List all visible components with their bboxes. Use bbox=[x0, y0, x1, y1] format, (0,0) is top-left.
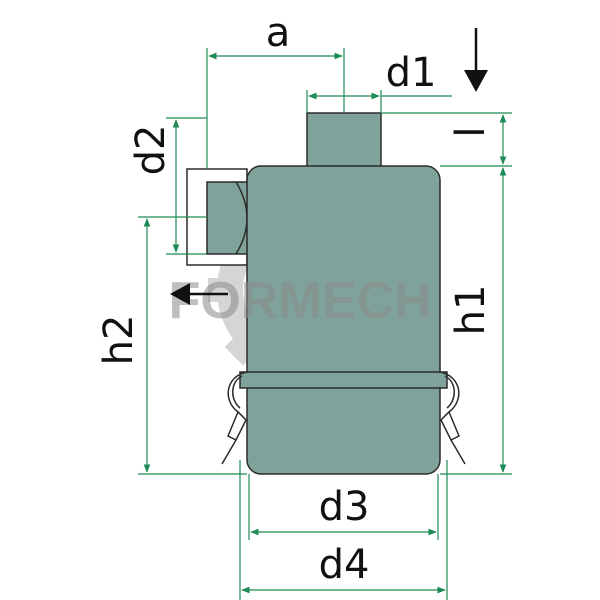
dim-a bbox=[206, 48, 345, 169]
dim-h1 bbox=[440, 167, 512, 475]
watermark-text: FORMECH bbox=[169, 272, 432, 330]
dim-l bbox=[381, 112, 512, 167]
arrow-left-icon bbox=[170, 283, 228, 305]
arrow-down-icon bbox=[464, 28, 488, 92]
filter-body bbox=[246, 165, 441, 475]
label-d4: d4 bbox=[319, 542, 370, 588]
dim-d4 bbox=[239, 460, 448, 600]
label-d2: d2 bbox=[128, 125, 174, 176]
label-h1: h1 bbox=[448, 285, 494, 336]
dim-d2 bbox=[166, 117, 207, 255]
dim-d1 bbox=[306, 90, 452, 113]
top-pipe bbox=[306, 112, 382, 169]
label-h2: h2 bbox=[96, 315, 142, 366]
label-l: l bbox=[448, 126, 494, 137]
label-d3: d3 bbox=[319, 484, 370, 530]
clamp-band bbox=[239, 371, 448, 389]
clamp-left bbox=[221, 371, 248, 465]
dim-h2 bbox=[138, 216, 247, 475]
label-a: a bbox=[266, 10, 291, 56]
dim-d3 bbox=[248, 474, 439, 540]
clamp-right bbox=[439, 371, 466, 465]
label-d1: d1 bbox=[386, 50, 437, 96]
